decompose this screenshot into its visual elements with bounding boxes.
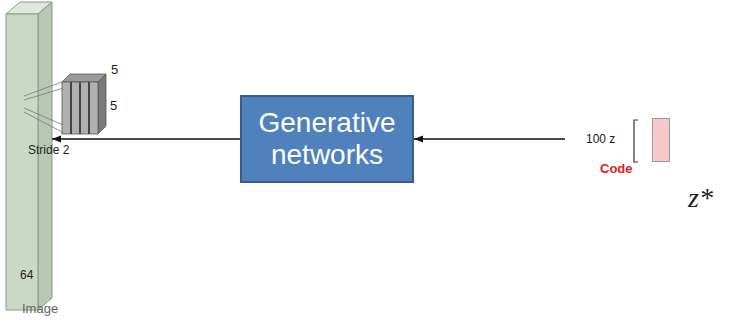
bracket xyxy=(634,120,638,162)
arrow-connector xyxy=(414,138,565,139)
stride-label: Stride 2 xyxy=(28,143,69,157)
slab-front xyxy=(6,14,38,310)
channel-count: 64 xyxy=(20,268,33,282)
kernel-size: 5 xyxy=(111,62,118,77)
node-text: Generative networks xyxy=(252,107,402,171)
kernel xyxy=(62,74,106,134)
arrow-connector xyxy=(52,138,240,139)
node-text: Image xyxy=(22,302,58,317)
kernel-size: 5 xyxy=(110,98,117,113)
latent-symbol: z* xyxy=(688,182,713,214)
code-vector: Code xyxy=(565,100,675,178)
code-size: 100 z xyxy=(586,132,615,146)
process-box: Generative networks xyxy=(240,95,414,183)
code-bar xyxy=(652,118,670,162)
node-text: Code xyxy=(600,162,633,177)
